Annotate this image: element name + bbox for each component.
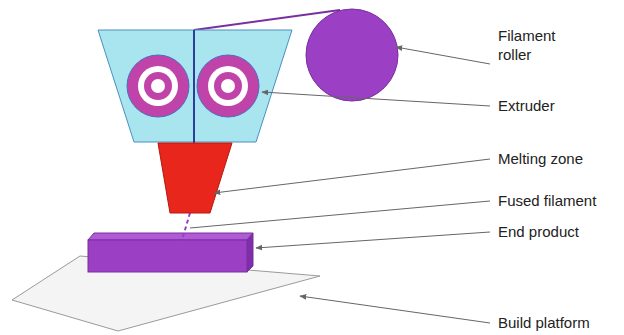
drive-gear xyxy=(127,55,189,117)
melting-zone xyxy=(158,143,232,213)
part-label: Melting zone xyxy=(498,149,618,168)
part-label: End product xyxy=(498,222,618,241)
idler-gear xyxy=(197,55,259,117)
extruder xyxy=(98,30,292,142)
part-label: Filament roller xyxy=(498,26,572,64)
leader-line xyxy=(256,232,490,248)
leader-line xyxy=(262,92,490,106)
part-label: Extruder xyxy=(498,96,618,115)
filament-path xyxy=(193,30,195,143)
product-side xyxy=(247,233,253,272)
leader-line xyxy=(300,296,490,323)
fused-filament xyxy=(182,213,190,240)
part-label: Build platform xyxy=(498,313,618,332)
leader-line xyxy=(396,47,490,64)
part-label: Fused filament xyxy=(498,191,618,210)
product-top xyxy=(88,233,253,240)
filament-roller xyxy=(306,9,398,101)
end-product xyxy=(88,240,247,272)
leader-line xyxy=(190,201,490,228)
leader-line xyxy=(214,159,490,193)
